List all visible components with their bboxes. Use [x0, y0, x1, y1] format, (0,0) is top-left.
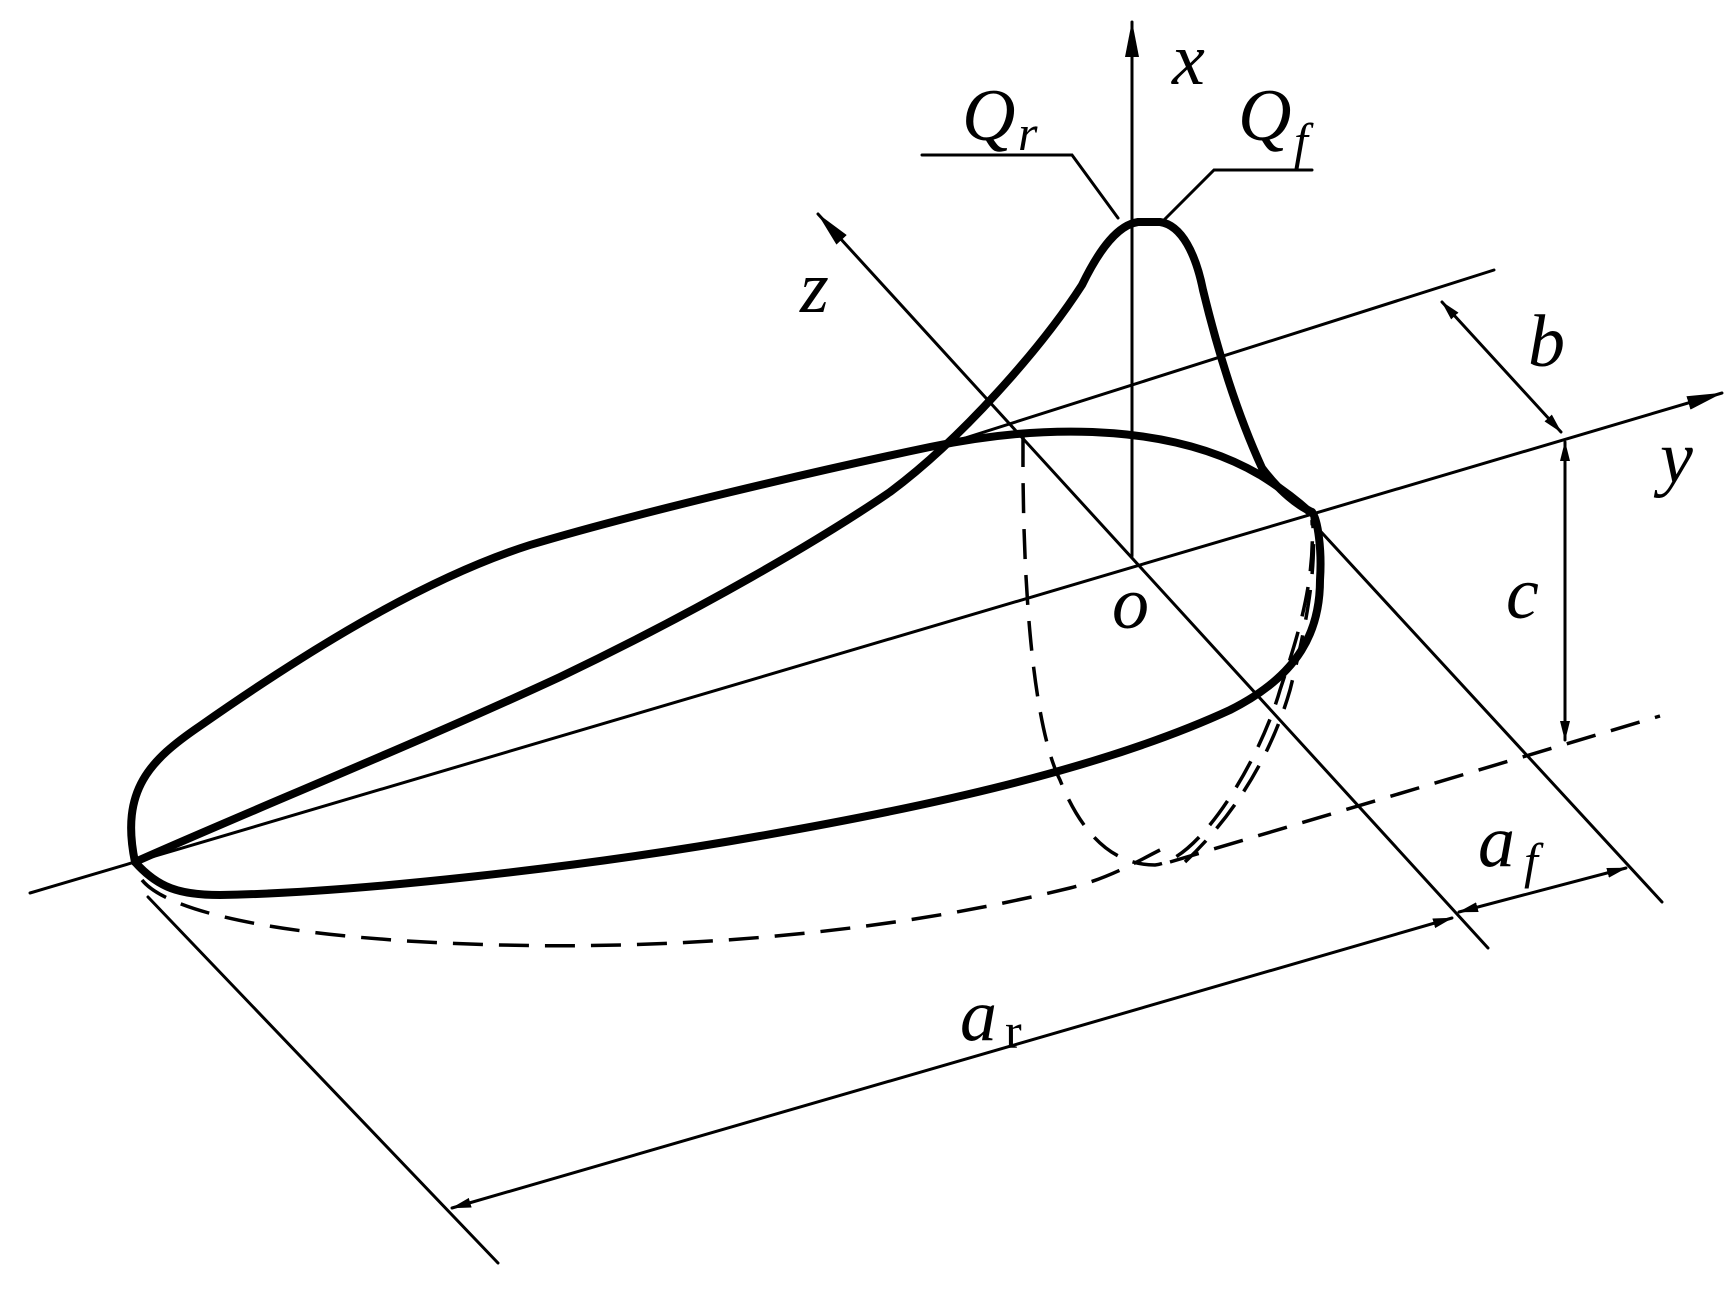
front-boundary-line	[1310, 520, 1664, 904]
qr-leader-line	[920, 153, 1120, 220]
svg-text:Q: Q	[1238, 75, 1291, 157]
dimension-ar-label: a r	[960, 975, 1022, 1059]
front-ellipse-cross-section	[1183, 514, 1316, 864]
y-axis	[28, 391, 1724, 895]
x-axis-label: x	[1171, 19, 1205, 101]
rear-boundary-line	[146, 895, 500, 1265]
lower-profile-curve	[131, 508, 1325, 899]
svg-text:a: a	[960, 975, 997, 1057]
dimension-af-label: a f	[1478, 801, 1544, 889]
svg-text:f: f	[1294, 113, 1314, 169]
bottom-reference-dashed-line	[1169, 714, 1661, 864]
z-axis	[816, 212, 1490, 950]
svg-text:f: f	[1524, 833, 1544, 889]
qf-leader-line	[1162, 168, 1314, 222]
rear-ellipse-cross-section	[1021, 436, 1315, 867]
dimension-c-label: c	[1506, 553, 1539, 635]
top-reference-line	[938, 268, 1496, 448]
dimension-ar-arrow	[450, 916, 1454, 1210]
bottom-hidden-curve	[140, 848, 1161, 948]
svg-text:r: r	[1018, 105, 1038, 161]
svg-text:a: a	[1478, 801, 1515, 883]
svg-text:Q: Q	[962, 75, 1015, 157]
dimension-b-arrow	[1440, 300, 1563, 434]
dimension-b-label: b	[1528, 301, 1565, 383]
dimension-af-arrow	[1457, 866, 1628, 914]
svg-text:r: r	[1005, 1003, 1022, 1059]
origin-label: o	[1112, 563, 1149, 645]
qf-label: Q f	[1238, 75, 1314, 169]
y-axis-label: y	[1653, 417, 1693, 499]
z-axis-label: z	[799, 247, 829, 329]
qr-label: Q r	[962, 75, 1038, 161]
heat-distribution-peak-curve	[131, 218, 1316, 866]
upper-profile-curve	[127, 427, 1314, 866]
